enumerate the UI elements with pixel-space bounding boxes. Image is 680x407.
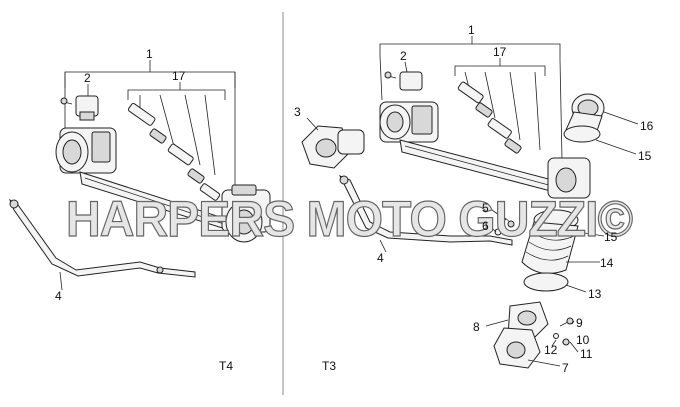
section-label-t3: T3 [322, 359, 336, 373]
callout-12-right: 12 [544, 343, 558, 357]
callout-6-right: 6 [482, 219, 489, 233]
left-assembly [8, 60, 271, 291]
callout-3-right: 3 [294, 105, 301, 119]
callout-15-upper-right: 15 [638, 149, 652, 163]
callout-15-lower-right: 15 [604, 230, 618, 244]
callout-4-left: 4 [55, 289, 62, 303]
watermark-text: HARPERS MOTO GUZZI© [66, 191, 633, 247]
callout-1-right: 1 [468, 23, 475, 37]
section-label-t4: T4 [219, 359, 233, 373]
callout-5-right: 5 [482, 201, 489, 215]
callout-13-right: 13 [588, 287, 602, 301]
right-assembly [301, 36, 639, 369]
callout-7-right: 7 [562, 361, 569, 375]
callout-9-right: 9 [576, 316, 583, 330]
callout-17-right: 17 [493, 45, 507, 59]
callout-4-right: 4 [377, 251, 384, 265]
callout-1-left: 1 [146, 47, 153, 61]
callout-8-right: 8 [473, 320, 480, 334]
callout-17-left: 17 [172, 69, 186, 83]
callout-11-right: 11 [580, 347, 593, 361]
callout-10-right: 10 [576, 333, 590, 347]
callout-2-left: 2 [84, 71, 91, 85]
callout-16-right: 16 [640, 119, 654, 133]
callout-14-right: 14 [600, 256, 614, 270]
callout-2-right: 2 [400, 49, 407, 63]
